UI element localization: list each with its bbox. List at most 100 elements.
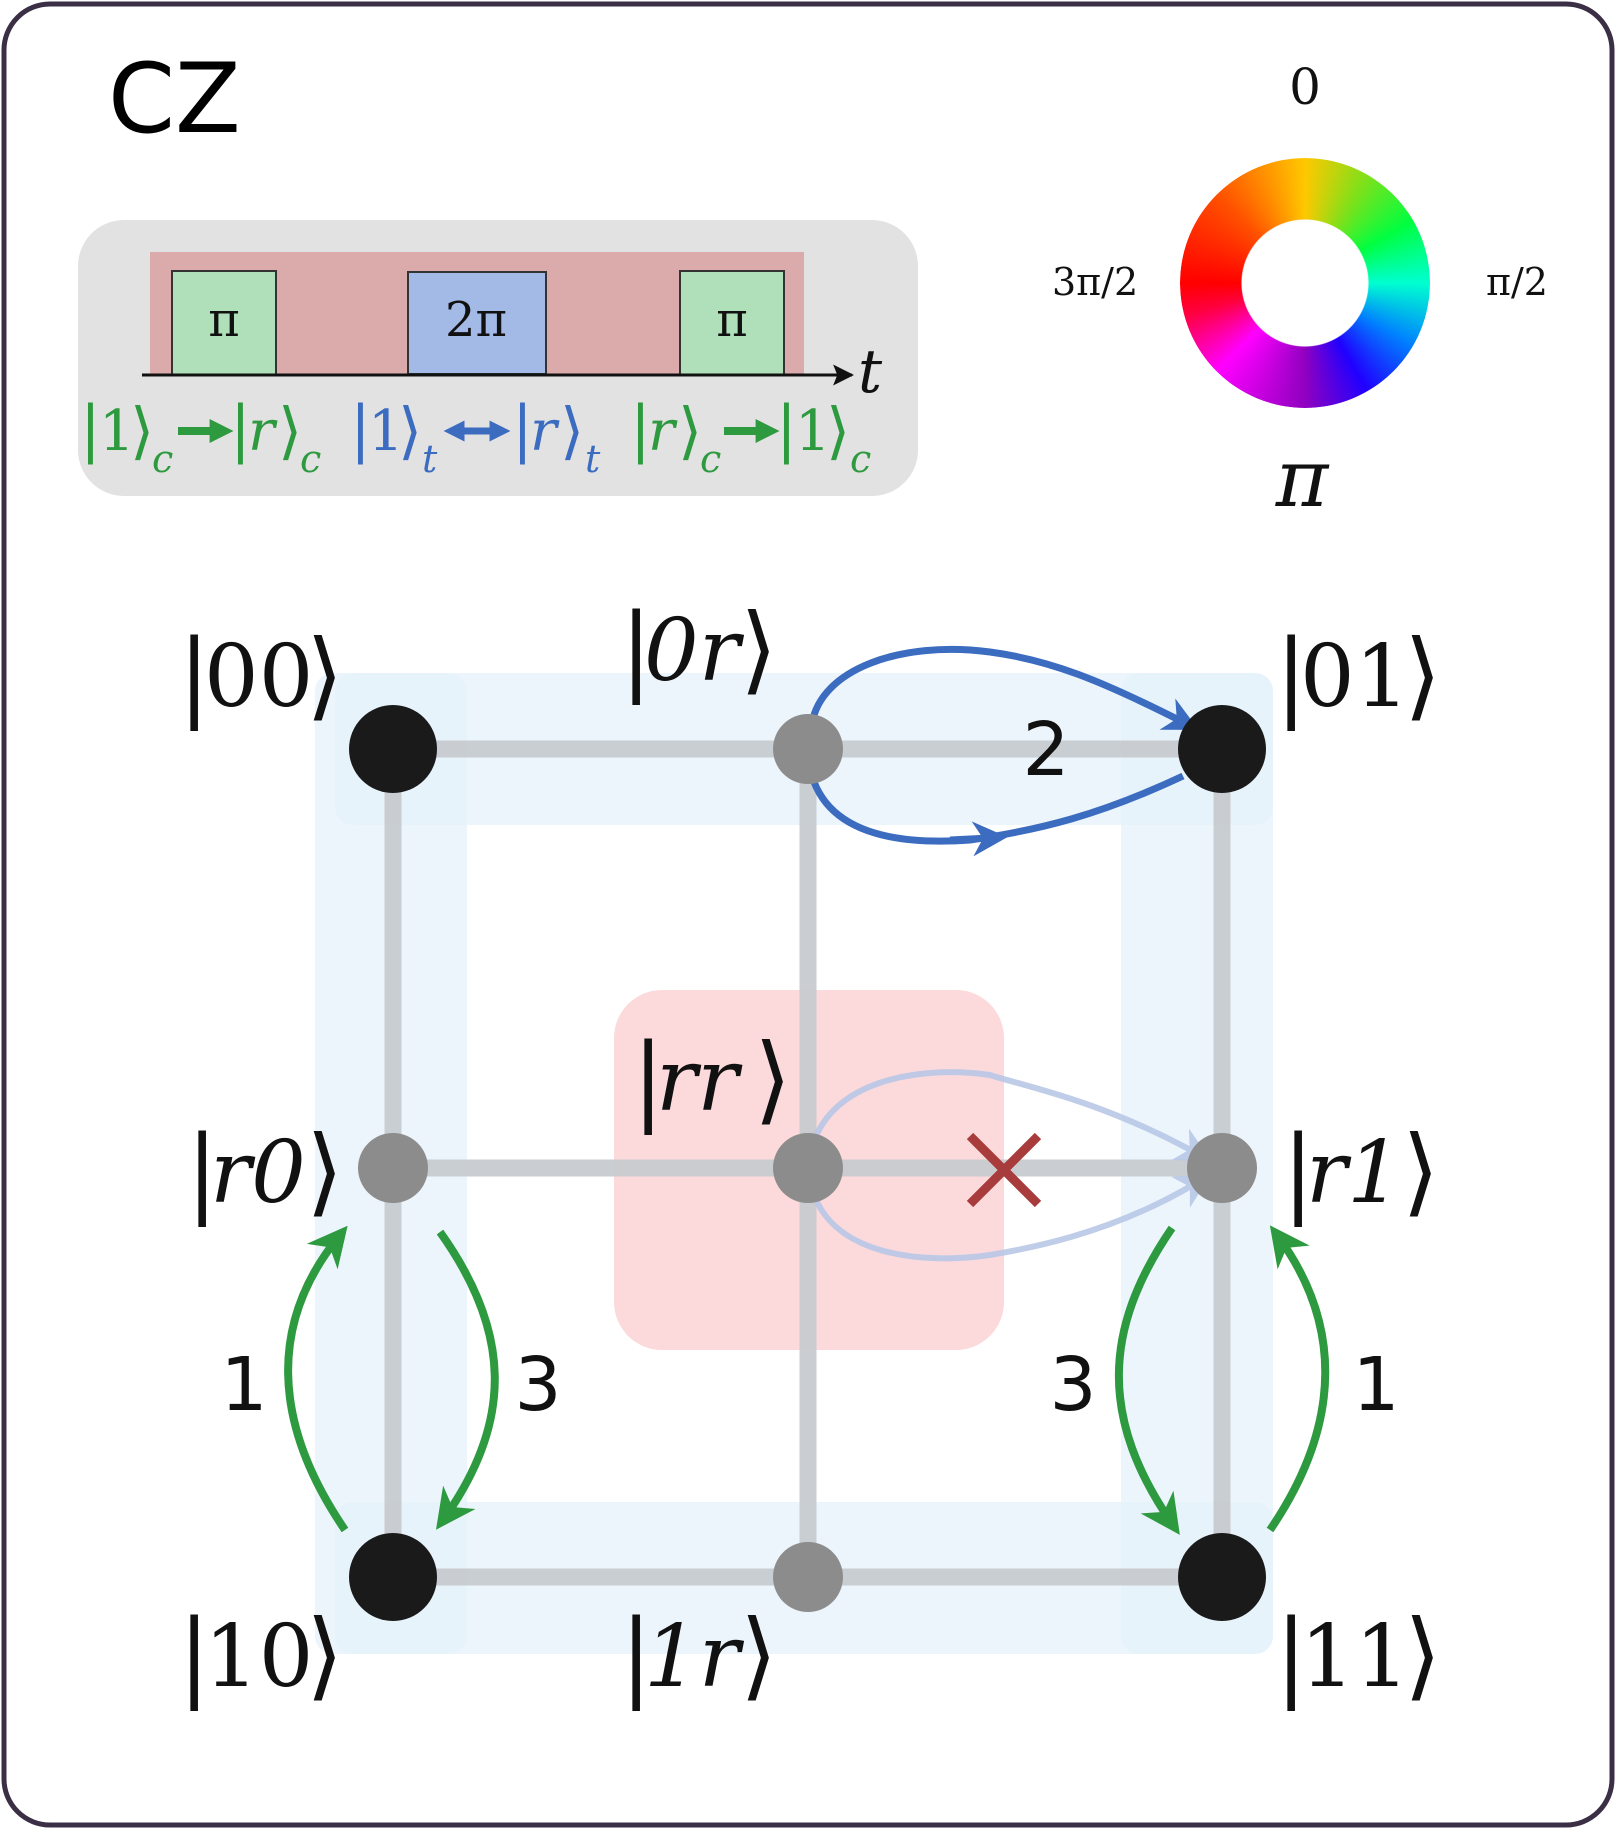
ket-rr: | rr ⟩ bbox=[632, 1023, 791, 1135]
svg-text:|: | bbox=[1275, 1599, 1307, 1711]
ket-bar: | bbox=[230, 392, 251, 465]
ket-value: 1 bbox=[99, 399, 135, 464]
arrow-11-to-r1 bbox=[1266, 1225, 1330, 1533]
svg-text:|: | bbox=[1282, 1115, 1314, 1227]
phase-color-wheel: 0 π/2 π 3π/2 bbox=[1052, 58, 1548, 525]
green-step-arrows bbox=[284, 1225, 1330, 1535]
two-pi-loop-arrow bbox=[949, 821, 1008, 857]
svg-text:⟩: ⟩ bbox=[1404, 1599, 1441, 1711]
ket-01: | 01 ⟩ bbox=[1275, 619, 1441, 731]
pi-pulse-2 bbox=[679, 270, 785, 376]
ket-11: | 11 ⟩ bbox=[1275, 1599, 1441, 1711]
transition-control-return: | r ⟩ c | 1 ⟩ c bbox=[630, 392, 871, 481]
svg-text:|: | bbox=[186, 1115, 218, 1227]
ket-subscript: c bbox=[300, 437, 321, 481]
svg-text:|: | bbox=[178, 619, 210, 731]
ket-angle: ⟩ bbox=[560, 394, 584, 467]
ket-angle: ⟩ bbox=[826, 394, 850, 467]
state-graph: 2 1 3 3 1 | 00 ⟩ | 0r ⟩ | 01 ⟩ bbox=[178, 593, 1441, 1711]
svg-text:|: | bbox=[620, 1599, 652, 1711]
svg-text:|: | bbox=[1275, 619, 1307, 731]
ket-angle: ⟩ bbox=[130, 394, 154, 467]
arrow-10-to-r0 bbox=[284, 1225, 349, 1533]
svg-text:⟩: ⟩ bbox=[1402, 1115, 1439, 1227]
ket-bar: | bbox=[512, 392, 533, 465]
blocked-x-icon bbox=[966, 1132, 1042, 1208]
blocked-loop-lower bbox=[809, 1173, 1212, 1262]
ket-value: r bbox=[248, 399, 278, 464]
ket-bar: | bbox=[630, 392, 651, 465]
ket-1r: | 1r ⟩ bbox=[620, 1599, 777, 1711]
two-pi-pulse bbox=[407, 271, 547, 375]
ket-r0: | r0 ⟩ bbox=[186, 1115, 343, 1227]
ket-subscript: t bbox=[422, 437, 438, 481]
phase-wheel-ring bbox=[1180, 158, 1430, 408]
phase-label-0: 0 bbox=[1289, 58, 1321, 116]
phase-label-pi: π bbox=[1275, 432, 1330, 525]
svg-text:⟩: ⟩ bbox=[754, 1023, 791, 1135]
step-label-blue: 2 bbox=[1022, 707, 1069, 793]
node-11 bbox=[1178, 1533, 1266, 1621]
ket-10: | 10 ⟩ bbox=[178, 1599, 343, 1711]
ket-value: 1 bbox=[368, 399, 404, 464]
two-pi-pulse-label: 2π bbox=[445, 292, 507, 348]
blocked-loop-upper bbox=[809, 1069, 1212, 1162]
svg-text:⟩: ⟩ bbox=[1404, 619, 1441, 731]
graph-edges bbox=[384, 740, 1231, 1586]
node-rr bbox=[773, 1133, 843, 1203]
transition-target-cycle: | 1 ⟩ t | r ⟩ t bbox=[350, 392, 601, 481]
ket-angle: ⟩ bbox=[278, 394, 302, 467]
ket-01-value: 01 bbox=[1300, 627, 1409, 727]
ket-r1-value: r1 bbox=[1306, 1123, 1402, 1223]
arrow-r0-to-10 bbox=[435, 1229, 499, 1530]
ket-bar: | bbox=[776, 392, 797, 465]
ket-value: r bbox=[530, 399, 560, 464]
ket-bar: | bbox=[80, 392, 101, 465]
ket-0r: | 0r ⟩ bbox=[620, 593, 777, 705]
time-axis-label: t bbox=[858, 337, 883, 407]
node-00 bbox=[349, 705, 437, 793]
ket-subscript: c bbox=[850, 437, 871, 481]
step-label-right-down: 3 bbox=[1049, 1342, 1096, 1428]
graph-nodes bbox=[349, 705, 1266, 1621]
node-1r bbox=[773, 1542, 843, 1612]
ket-value: r bbox=[648, 399, 678, 464]
state-labels: | 00 ⟩ | 0r ⟩ | 01 ⟩ | r0 ⟩ | rr bbox=[178, 593, 1441, 1711]
ket-r0-value: r0 bbox=[210, 1123, 306, 1223]
ket-subscript: c bbox=[700, 437, 721, 481]
ket-00-value: 00 bbox=[204, 627, 313, 727]
svg-text:⟩: ⟩ bbox=[306, 1599, 343, 1711]
blocked-transition-loop bbox=[809, 1069, 1212, 1262]
ket-11-value: 11 bbox=[1300, 1607, 1409, 1707]
ket-angle: ⟩ bbox=[678, 394, 702, 467]
node-r1 bbox=[1187, 1133, 1257, 1203]
ket-1r-value: 1r bbox=[644, 1607, 745, 1707]
arrow-r1-to-11 bbox=[1115, 1225, 1180, 1535]
phase-label-pi-half: π/2 bbox=[1486, 260, 1548, 304]
ket-rr-value: rr bbox=[656, 1031, 743, 1131]
ket-subscript: t bbox=[585, 437, 601, 481]
svg-text:|: | bbox=[178, 1599, 210, 1711]
pulse-sequence-panel: π 2π π t | 1 ⟩ c | r ⟩ c | 1 ⟩ t | r ⟩ bbox=[78, 220, 918, 496]
pi-pulse-2-label: π bbox=[716, 292, 748, 348]
svg-text:|: | bbox=[620, 593, 652, 705]
ket-0r-value: 0r bbox=[644, 601, 745, 701]
node-r0 bbox=[358, 1133, 428, 1203]
pi-pulse-1-label: π bbox=[208, 292, 240, 348]
step-numbers: 2 1 3 3 1 bbox=[220, 707, 1399, 1428]
two-pi-loop bbox=[808, 645, 1199, 857]
ket-value: 1 bbox=[795, 399, 831, 464]
step-label-right-up: 1 bbox=[1352, 1342, 1399, 1428]
ket-subscript: c bbox=[152, 437, 173, 481]
gate-title: CZ bbox=[108, 43, 241, 155]
node-01 bbox=[1178, 705, 1266, 793]
svg-text:⟩: ⟩ bbox=[306, 1115, 343, 1227]
ket-angle: ⟩ bbox=[398, 394, 422, 467]
step-label-left-up: 1 bbox=[220, 1342, 267, 1428]
two-pi-loop-upper bbox=[808, 645, 1199, 730]
transition-control-excite: | 1 ⟩ c | r ⟩ c bbox=[80, 392, 321, 481]
svg-text:⟩: ⟩ bbox=[740, 593, 777, 705]
ket-r1: | r1 ⟩ bbox=[1282, 1115, 1439, 1227]
ket-00: | 00 ⟩ bbox=[178, 619, 343, 731]
ket-10-value: 10 bbox=[204, 1607, 313, 1707]
